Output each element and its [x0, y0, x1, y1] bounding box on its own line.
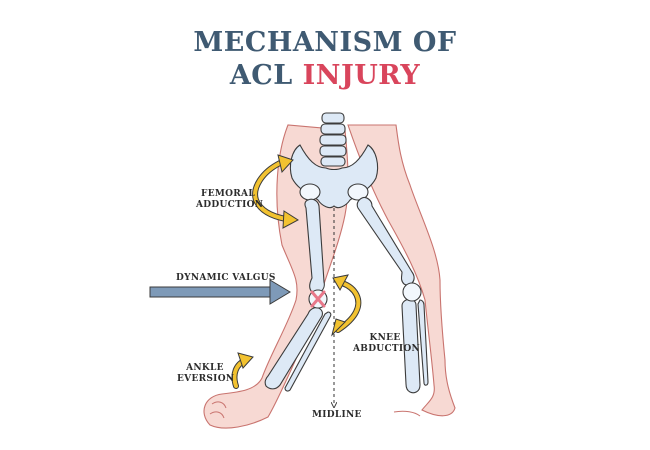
ankle-eversion-line2: EVERSION — [177, 374, 235, 384]
title-injury: INJURY — [302, 60, 421, 91]
femoral-adduction-line2: ADDUCTION — [196, 200, 264, 210]
acl-ligament — [310, 290, 326, 308]
ankle-eversion-line1: ANKLE — [186, 363, 224, 373]
knee-abduction-label: KNEE ABDUCTION — [353, 333, 421, 355]
feet — [209, 401, 421, 419]
knee-abduction-arrow — [331, 274, 362, 337]
left-fibula — [284, 311, 332, 392]
right-fibula — [417, 299, 429, 386]
spine — [319, 112, 347, 167]
femoral-adduction-label: FEMORAL ADDUCTION — [196, 189, 264, 211]
dynamic-valgus-label: DYNAMIC VALGUS — [176, 273, 276, 283]
right-tibia — [401, 298, 421, 394]
title-acl: ACL — [229, 60, 293, 91]
ankle-eversion-label: ANKLE EVERSION — [177, 363, 235, 385]
ankle-eversion-arrow — [231, 352, 254, 389]
title-line-2: ACL INJURY — [0, 60, 650, 91]
right-knee — [402, 282, 422, 302]
right-femur — [356, 196, 415, 286]
midline-label: MIDLINE — [312, 410, 362, 420]
skeleton — [264, 112, 429, 394]
femoral-adduction-line1: FEMORAL — [201, 189, 255, 199]
knee-abduction-line1: KNEE — [369, 333, 401, 343]
left-tibia — [264, 306, 323, 390]
dynamic-valgus-arrow — [149, 279, 291, 305]
knee-abduction-line2: ABDUCTION — [353, 344, 421, 354]
femoral-adduction-arrow — [252, 154, 299, 229]
title-line-1: MECHANISM OF — [193, 27, 457, 58]
right-leg-skin — [347, 124, 456, 417]
